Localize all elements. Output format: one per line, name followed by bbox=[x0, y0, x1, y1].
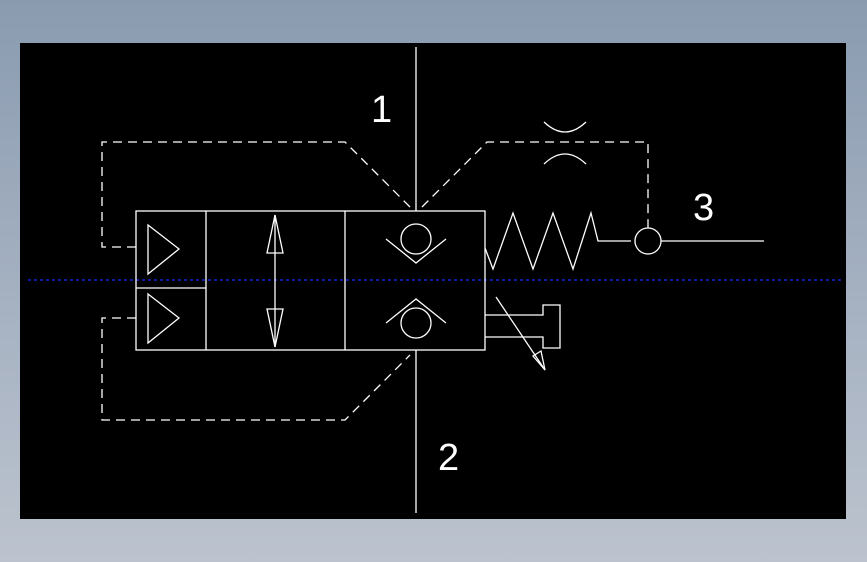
pilot-triangle-upper-icon bbox=[147, 223, 181, 276]
pilot-triangle-lower-icon bbox=[147, 292, 181, 345]
check-valve-lower-icon bbox=[385, 298, 447, 339]
pilot-line-upper-left bbox=[101, 141, 411, 248]
pilot-line-lower bbox=[101, 317, 411, 421]
port-1-label: 1 bbox=[371, 89, 392, 131]
port-3-label: 3 bbox=[693, 187, 714, 229]
junction-circle-icon bbox=[634, 227, 662, 255]
manual-override-icon bbox=[485, 296, 561, 371]
check-valve-upper-icon bbox=[385, 223, 447, 264]
port-2-label: 2 bbox=[438, 437, 459, 479]
spring-symbol bbox=[484, 210, 631, 272]
cad-drawing-viewport[interactable]: 1 2 3 bbox=[20, 43, 846, 519]
pilot-line-upper-right bbox=[421, 141, 649, 228]
valve-symbol-diagram: 1 2 3 bbox=[28, 47, 842, 513]
valve-body bbox=[135, 210, 486, 351]
double-arrow-icon bbox=[266, 214, 284, 348]
restrictor-icon bbox=[543, 121, 587, 165]
